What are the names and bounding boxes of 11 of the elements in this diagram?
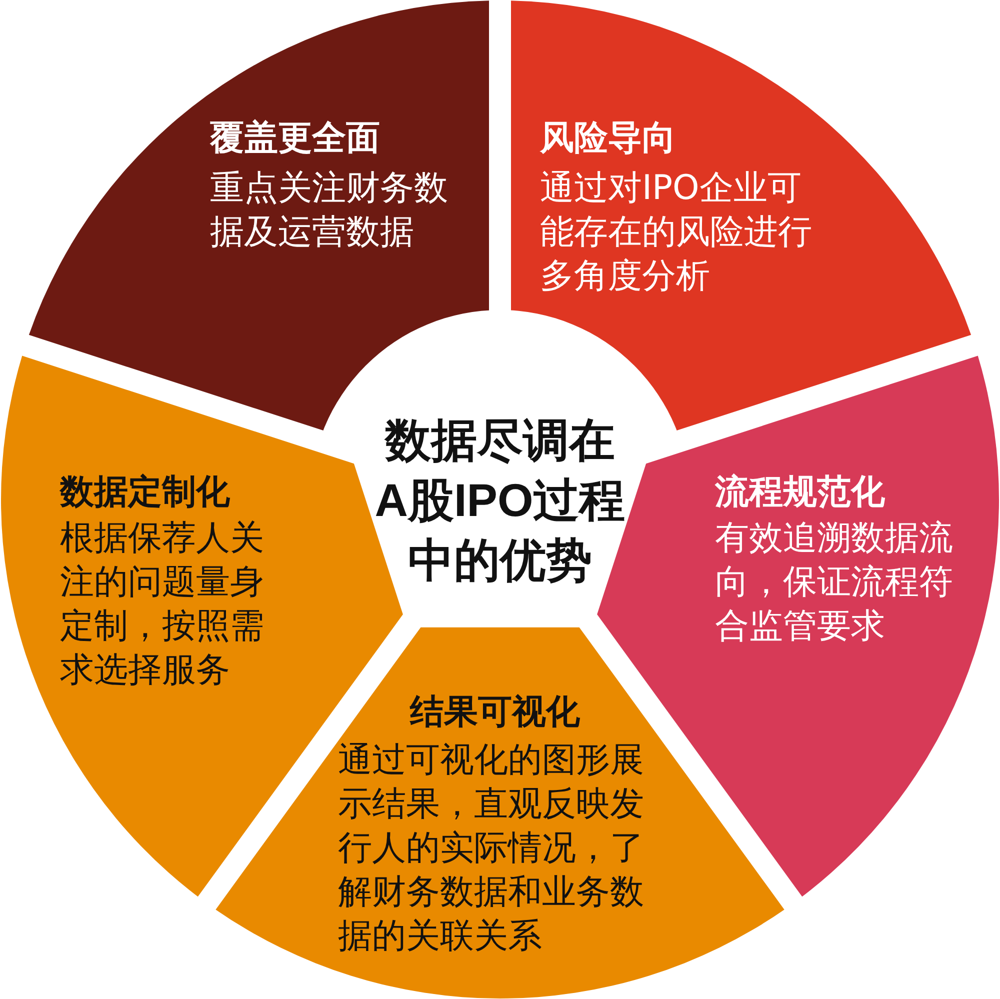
segment-text: 通过对IPO企业可能存在的风险进行多角度分析 [540, 167, 813, 298]
segment-heading: 流程规范化 [715, 471, 885, 514]
segment-text: 通过可视化的图形展示结果，直观反映发行人的实际情况，了解财务数据和业务数据的关联关系 [338, 739, 645, 958]
segment-heading: 覆盖更全面 [210, 117, 380, 160]
segment-text: 有效追溯数据流向，保证流程符合监管要求 [715, 517, 954, 648]
segment-heading: 结果可视化 [408, 691, 581, 734]
segment-text: 重点关注财务数据及运营数据 [210, 167, 449, 254]
segment-heading: 风险导向 [540, 117, 676, 160]
segment-heading: 数据定制化 [60, 471, 230, 514]
center-title: 数据尽调在A股IPO过程中的优势 [374, 412, 626, 588]
segment-text: 根据保荐人关注的问题量身定制，按照需求选择服务 [60, 517, 265, 692]
